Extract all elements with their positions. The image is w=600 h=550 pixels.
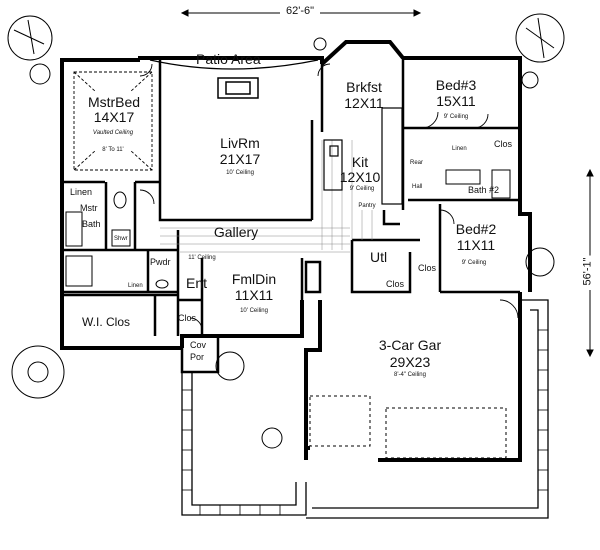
fireplace <box>217 77 259 99</box>
dining-name: FmlDin <box>231 271 277 287</box>
rear-hall-label-2: Hall <box>412 184 423 190</box>
vaulted-ceiling-outline <box>73 71 153 171</box>
bed3-ceiling: 9' Ceiling <box>443 114 469 120</box>
bed3-name: Bed#3 <box>435 77 477 93</box>
kitchen-ceiling: 9' Ceiling <box>349 186 375 192</box>
utility-label: Utl <box>370 249 388 265</box>
kitchen-size: 12X10 <box>339 169 381 185</box>
depth-dimension: 56'-1" <box>581 255 594 288</box>
bed3-linen: Linen <box>452 146 467 152</box>
porch-label-1: Cov <box>190 340 207 350</box>
gallery-floor <box>160 140 373 253</box>
entry-closet: Clos <box>178 313 197 323</box>
exterior-walls <box>60 40 532 462</box>
master-bed-ceiling: Vaulted Ceiling <box>92 130 134 136</box>
master-bed-name: MstrBed <box>87 94 141 110</box>
bed3-closet: Clos <box>494 139 513 149</box>
master-linen-1: Linen <box>70 187 93 197</box>
utility-closet: Clos <box>386 279 405 289</box>
width-dimension: 62'-6" <box>284 5 317 17</box>
rear-hall-label-1: Rear <box>410 160 424 166</box>
bed2-size: 11X11 <box>456 237 496 253</box>
powder-label: Pwdr <box>150 257 171 267</box>
shrub-icons <box>7 13 565 449</box>
master-bed-ceiling-detail: 8' To 11' <box>102 147 124 153</box>
garage-size: 29X23 <box>389 354 431 370</box>
dining-ceiling: 10' Ceiling <box>240 308 268 314</box>
patio-label: Patio Area <box>196 51 261 67</box>
bed3-size: 15X11 <box>436 93 476 109</box>
master-bath-label-2: Bath <box>82 219 101 229</box>
garage-ceiling: 8'-4" Ceiling <box>394 372 426 378</box>
bed2-ceiling: 9' Ceiling <box>461 260 487 266</box>
living-room-name: LivRm <box>220 135 260 151</box>
garage-name: 3-Car Gar <box>378 337 442 353</box>
living-room-size: 21X17 <box>219 151 261 167</box>
living-room-ceiling: 10' Ceiling <box>226 170 254 176</box>
master-bath-label-1: Mstr <box>80 203 98 213</box>
gallery-ceiling: 11' Ceiling <box>188 255 216 261</box>
bath2-label: Bath #2 <box>468 185 500 195</box>
walk-hatch <box>182 329 548 515</box>
bed2-name: Bed#2 <box>455 221 497 237</box>
interior-walls <box>62 58 520 374</box>
pantry-label: Pantry <box>358 203 376 209</box>
kitchen-name: Kit <box>351 154 369 170</box>
dimension-lines <box>180 9 594 358</box>
kitchen-counters <box>323 107 403 205</box>
door-swings <box>139 63 519 331</box>
bed2-closet: Clos <box>418 263 437 273</box>
site-features <box>149 59 549 519</box>
master-bed-size: 14X17 <box>93 109 135 125</box>
entry-label: Ent <box>186 275 208 291</box>
porch-label-2: Por <box>190 352 205 362</box>
garage-doors <box>309 395 507 459</box>
dining-size: 11X11 <box>234 287 274 303</box>
shower-label: Shwr <box>114 236 128 242</box>
breakfast-name: Brkfst <box>346 79 382 95</box>
breakfast-size: 12X11 <box>344 95 384 111</box>
gallery-label: Gallery <box>213 224 259 240</box>
bath-fixtures <box>65 169 511 289</box>
master-linen-2: Linen <box>128 283 143 289</box>
wic-label: W.I. Clos <box>82 315 131 329</box>
